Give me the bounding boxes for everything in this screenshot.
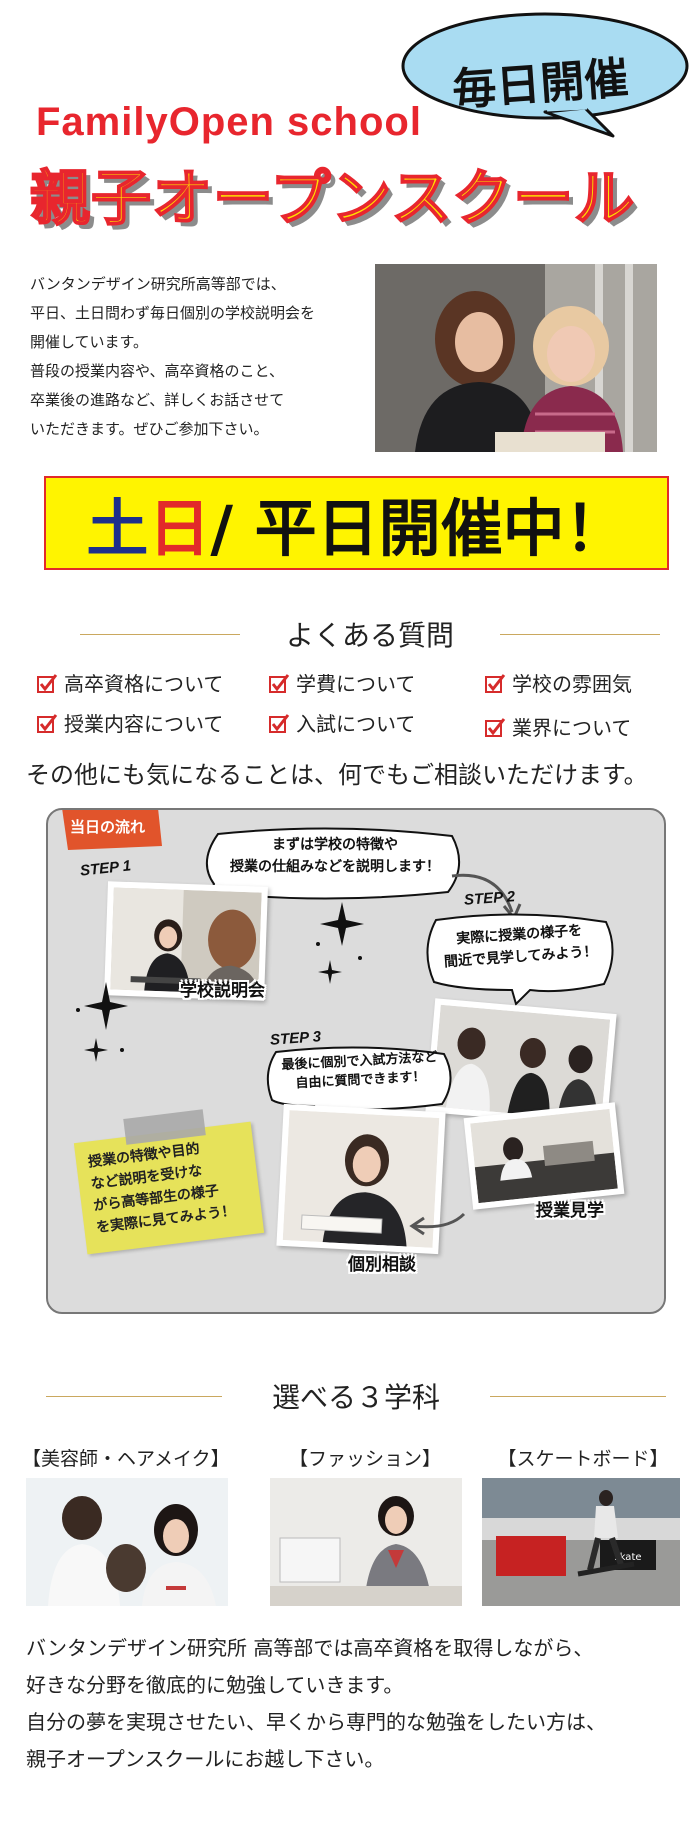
flow-tag: 当日の流れ bbox=[62, 810, 162, 850]
departments-title-row: 選べる３学科 bbox=[46, 1376, 666, 1416]
day-flow-panel: 当日の流れ まずは学校の特徴や 授業の仕組みなどを説明します！ STEP 1 学… bbox=[46, 808, 666, 1314]
speech-bubble-3 bbox=[266, 1046, 452, 1120]
divider bbox=[490, 1396, 666, 1397]
faq-title: よくある質問 bbox=[285, 619, 454, 652]
department-label: 【ファッション】 bbox=[288, 1448, 441, 1470]
faq-note: その他にも気になることは、何でもご相談いただけます。 bbox=[26, 761, 648, 789]
photo-sign-text: skate bbox=[614, 1552, 641, 1563]
page-title: 親子オープンスクール bbox=[29, 163, 636, 235]
step-1-label: STEP 1 bbox=[79, 857, 132, 880]
faq-item: 高卒資格について bbox=[36, 668, 223, 697]
department-photo-fashion bbox=[270, 1478, 462, 1606]
english-title: FamilyOpen school bbox=[36, 100, 422, 144]
intro-photo bbox=[375, 264, 657, 452]
closing-text: バンタンデザイン研究所 高等部では高卒資格を取得しながら、 好きな分野を徹底的に… bbox=[26, 1630, 676, 1778]
sparkle-icon bbox=[76, 982, 128, 1062]
speech-bubble-2 bbox=[426, 913, 614, 1006]
intro-line: いただきます。ぜひご参加下さい。 bbox=[30, 420, 269, 438]
weekend-weekday-banner: 土日 / 平日開催中！ bbox=[44, 476, 669, 570]
step-3-photo bbox=[276, 1103, 446, 1255]
flow-tag-label: 当日の流れ bbox=[70, 818, 146, 836]
closing-line: 自分の夢を実現させたい、早くから専門的な勉強をしたい方は、 bbox=[26, 1710, 606, 1734]
flow-tag-shape bbox=[62, 810, 162, 850]
checkbox-checked-icon bbox=[37, 673, 58, 693]
faq-item: 業界について bbox=[484, 712, 631, 741]
sparkle-icon bbox=[316, 902, 364, 984]
intro-line: 平日、土日問わず毎日個別の学校説明会を bbox=[30, 304, 316, 322]
faq-item: 授業内容について bbox=[36, 708, 223, 737]
department-label: 【スケートボード】 bbox=[497, 1448, 669, 1470]
step-2-caption: 授業見学 bbox=[536, 1201, 604, 1221]
faq-item-label: 入試について bbox=[296, 712, 416, 736]
intro-line: 卒業後の進路など、詳しくお話させて bbox=[30, 391, 285, 409]
speech-bubble-1-text: まずは学校の特徴や 授業の仕組みなどを説明します！ bbox=[220, 834, 450, 878]
note-text: 授業の特徴や目的 など説明を受けな がら高等部生の様子 を実際に見てみよう！ bbox=[87, 1135, 237, 1239]
closing-line: バンタンデザイン研究所 高等部では高卒資格を取得しながら、 bbox=[26, 1636, 594, 1660]
divider bbox=[80, 634, 240, 635]
checkbox-checked-icon bbox=[485, 673, 506, 693]
intro-line: 開催しています。 bbox=[30, 333, 149, 351]
note-card: 授業の特徴や目的 など説明を受けな がら高等部生の様子 を実際に見てみよう！ bbox=[73, 1109, 265, 1255]
faq-item: 入試について bbox=[268, 708, 415, 737]
intro-line: バンタンデザイン研究所高等部では、 bbox=[30, 275, 286, 293]
banner-text: / 平日開催中！ bbox=[210, 492, 627, 565]
daily-event-bubble-label: 毎日開催 bbox=[450, 52, 630, 117]
faq-item-label: 授業内容について bbox=[64, 712, 224, 736]
faq-item-label: 学校の雰囲気 bbox=[512, 672, 632, 696]
divider bbox=[46, 1396, 222, 1397]
checkbox-checked-icon bbox=[485, 717, 506, 737]
speech-line: 授業の仕組みなどを説明します！ bbox=[230, 859, 440, 875]
checkbox-checked-icon bbox=[37, 713, 58, 733]
divider bbox=[500, 634, 660, 635]
faq-title-row: よくある質問 bbox=[80, 614, 660, 654]
faq-item-label: 業界について bbox=[512, 716, 632, 740]
step-1-photo bbox=[104, 881, 268, 1001]
department-label: 【美容師・ヘアメイク】 bbox=[22, 1448, 230, 1470]
step-3-caption: 個別相談 bbox=[348, 1255, 416, 1275]
checkbox-checked-icon bbox=[269, 713, 290, 733]
intro-line: 普段の授業内容や、高卒資格のこと、 bbox=[30, 362, 284, 380]
departments-title: 選べる３学科 bbox=[271, 1381, 440, 1414]
faq-item-label: 学費について bbox=[296, 672, 416, 696]
step-1-caption: 学校説明会 bbox=[180, 981, 265, 1001]
closing-line: 親子オープンスクールにお越し下さい。 bbox=[26, 1747, 385, 1771]
checkbox-checked-icon bbox=[269, 673, 290, 693]
speech-line: まずは学校の特徴や bbox=[272, 837, 398, 853]
step-2-photo-bottom bbox=[463, 1102, 625, 1210]
arrow-icon bbox=[409, 1212, 466, 1236]
step-2-label: STEP 2 bbox=[463, 888, 516, 909]
banner-char-saturday: 土 bbox=[86, 492, 149, 565]
faq-item: 学校の雰囲気 bbox=[484, 668, 632, 697]
step-2-photo-top bbox=[425, 998, 617, 1128]
intro-text: バンタンデザイン研究所高等部では、 平日、土日問わず毎日個別の学校説明会を 開催… bbox=[30, 270, 370, 444]
department-photo-skateboard: skate bbox=[482, 1478, 680, 1606]
faq-item-label: 高卒資格について bbox=[64, 672, 224, 696]
department-photo-hair bbox=[26, 1478, 228, 1606]
closing-line: 好きな分野を徹底的に勉強していきます。 bbox=[26, 1673, 404, 1697]
banner-char-sunday: 日 bbox=[148, 492, 211, 565]
speech-bubble-shape bbox=[401, 12, 689, 138]
faq-item: 学費について bbox=[268, 668, 415, 697]
